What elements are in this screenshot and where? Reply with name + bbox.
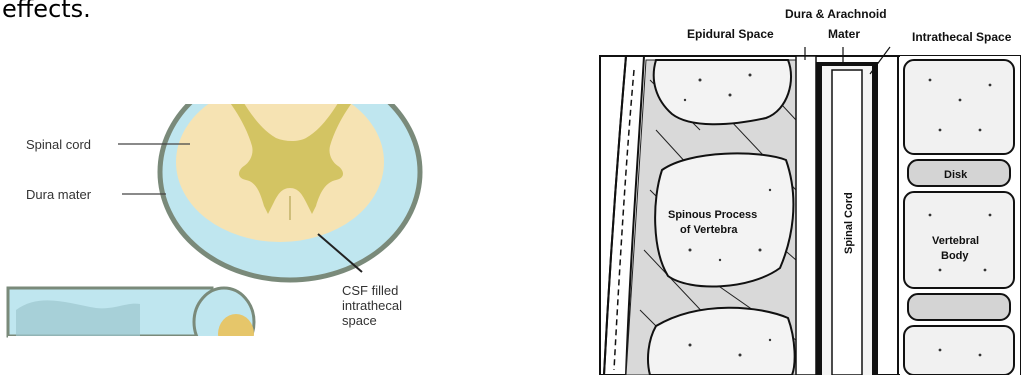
label-epidural-space: Epidural Space (687, 27, 774, 41)
spinous-process-top (654, 60, 791, 124)
spinal-cross-section-figure: Spinal cord Dura mater CSF filled intrat… (0, 96, 430, 375)
sagittal-spine-figure: Dura & Arachnoid Mater Epidural Space In… (560, 0, 1023, 375)
label-spinous-process-line1: Spinous Process (668, 209, 757, 221)
label-dura-arachnoid-line1: Dura & Arachnoid (785, 7, 887, 21)
label-vertebral-body-line1: Vertebral (932, 235, 979, 247)
label-spinal-cord: Spinal cord (26, 137, 91, 152)
epidural-space (796, 56, 816, 375)
label-dura-arachnoid-line2: Mater (828, 27, 860, 41)
sagittal-spine-svg: Dura & Arachnoid Mater Epidural Space In… (560, 0, 1023, 375)
intervertebral-disk-2 (908, 294, 1010, 320)
label-spinous-process-line2: of Vertebra (680, 224, 738, 236)
label-dura-mater: Dura mater (26, 187, 92, 202)
spinal-longitudinal-fragment (8, 288, 258, 375)
label-vertebral-body-line2: Body (941, 250, 969, 262)
vertebral-body-bottom (904, 326, 1014, 375)
label-spinal-cord: Spinal Cord (843, 192, 855, 254)
spinal-cross-section-svg: Spinal cord Dura mater CSF filled intrat… (0, 96, 430, 375)
slide-text-fragment: effects. (2, 0, 91, 24)
label-csf-line1: CSF filled (342, 283, 398, 298)
vertebral-body-top (904, 60, 1014, 154)
label-disk: Disk (944, 169, 968, 181)
label-csf-line3: space (342, 313, 377, 328)
label-intrathecal-space: Intrathecal Space (912, 30, 1012, 44)
label-csf-line2: intrathecal (342, 298, 402, 313)
